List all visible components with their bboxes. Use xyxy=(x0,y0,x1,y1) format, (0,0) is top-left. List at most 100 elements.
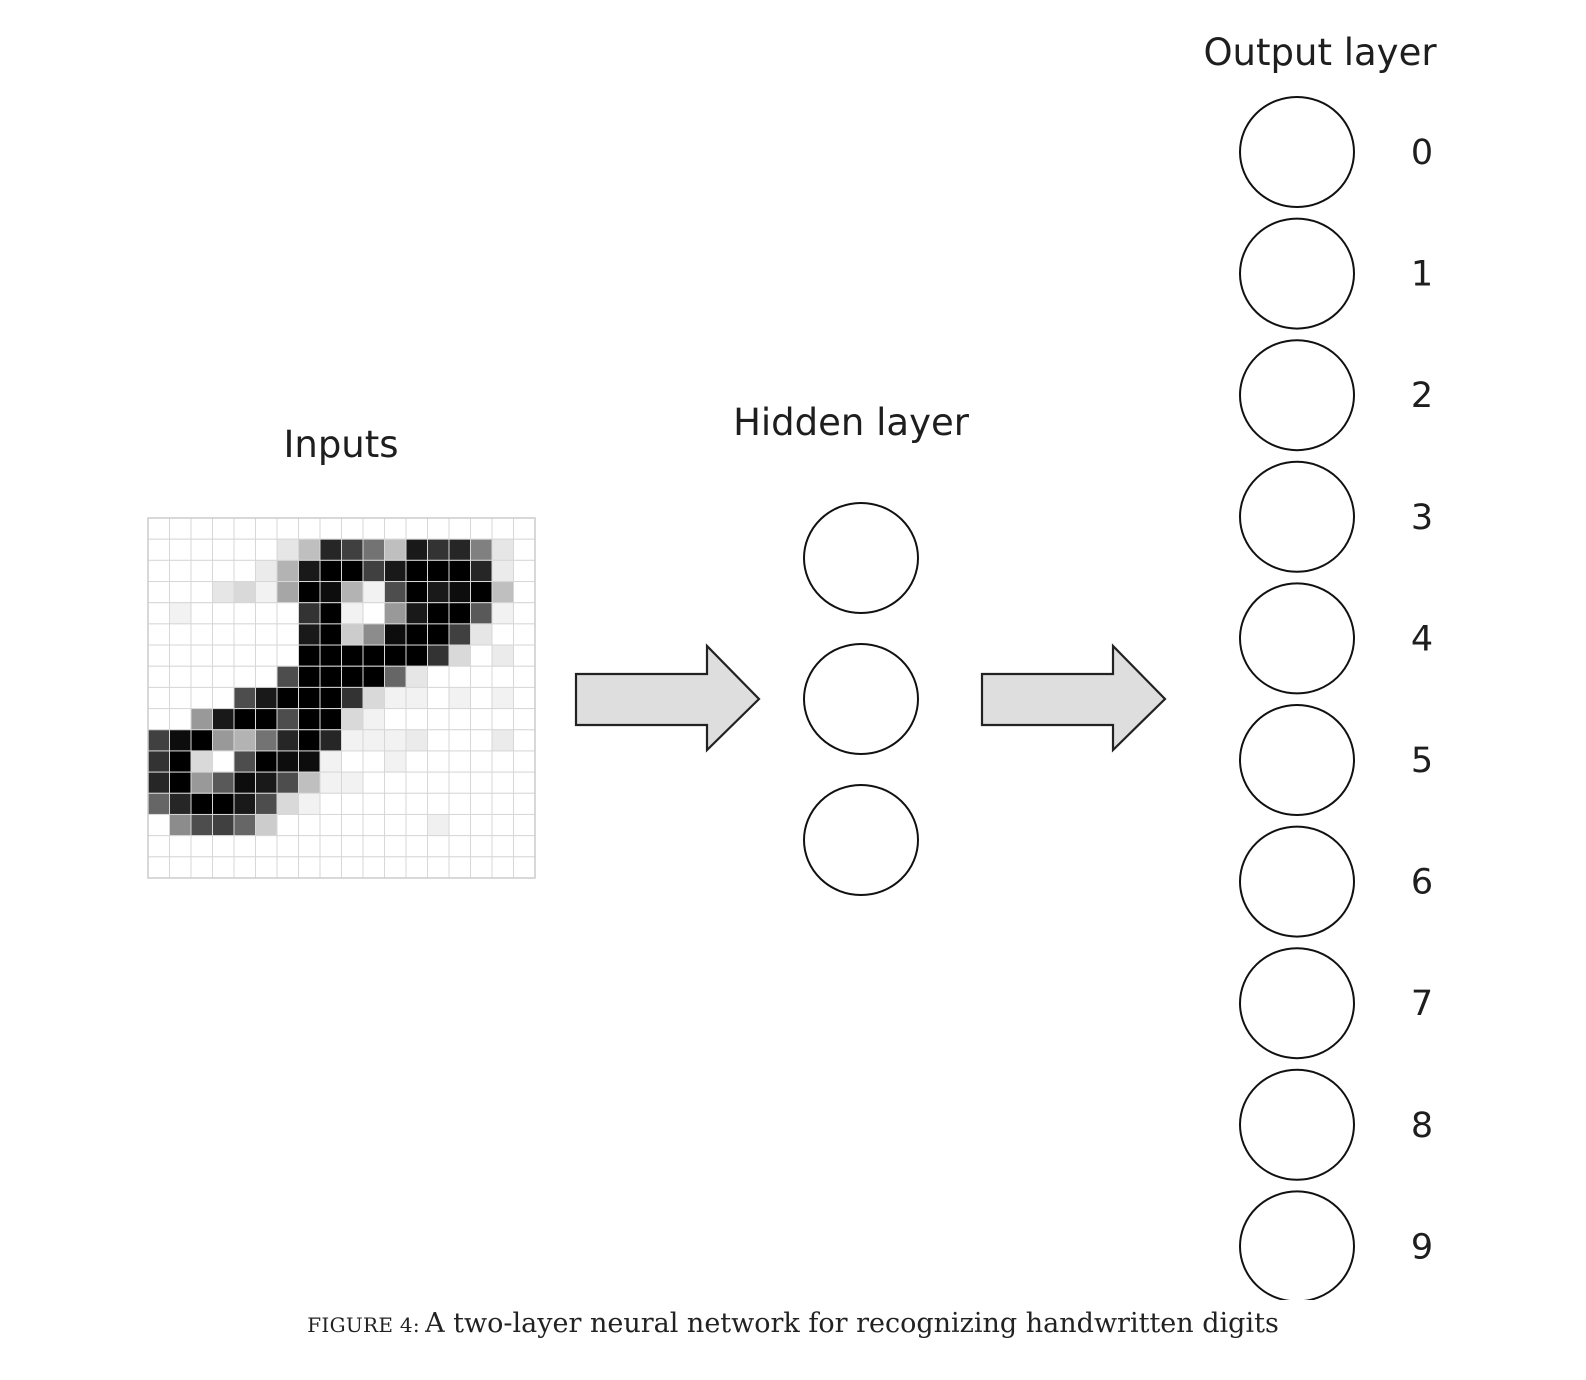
input-pixel xyxy=(212,750,235,773)
input-pixel xyxy=(319,813,342,837)
input-pixel xyxy=(319,517,342,540)
input-pixel xyxy=(233,517,256,540)
input-pixel xyxy=(448,665,471,688)
input-pixel xyxy=(470,581,493,604)
input-pixel xyxy=(147,623,170,646)
output-digit-label: 7 xyxy=(1411,984,1433,1024)
input-pixel xyxy=(448,517,471,540)
input-pixel xyxy=(362,729,385,752)
input-pixel xyxy=(341,771,364,794)
input-pixel xyxy=(448,623,471,646)
input-pixel xyxy=(212,644,235,667)
input-pixel xyxy=(448,686,471,710)
input-pixel xyxy=(405,708,428,731)
input-pixel xyxy=(319,665,342,688)
output-node xyxy=(1239,217,1355,330)
input-pixel xyxy=(384,792,407,815)
output-digit-label: 8 xyxy=(1411,1106,1433,1146)
input-pixel xyxy=(255,623,278,646)
input-pixel xyxy=(169,835,192,858)
output-node xyxy=(1239,1068,1355,1181)
input-pixel xyxy=(190,708,213,731)
input-pixel xyxy=(276,644,299,667)
input-pixel xyxy=(470,729,493,752)
input-pixel xyxy=(362,771,385,794)
input-pixel xyxy=(319,835,342,858)
input-pixel xyxy=(513,665,536,688)
input-pixel xyxy=(190,771,213,794)
input-pixel xyxy=(147,517,170,540)
input-pixel xyxy=(169,644,192,667)
input-pixel xyxy=(319,581,342,604)
input-pixel xyxy=(212,729,235,752)
input-pixel xyxy=(384,729,407,752)
input-pixel xyxy=(341,559,364,583)
network-diagram: Inputs Hidden layer Output layer 0123456… xyxy=(147,31,1437,1300)
input-pixel xyxy=(276,856,299,879)
input-pixel xyxy=(190,581,213,604)
input-pixel xyxy=(470,665,493,688)
hidden-node xyxy=(803,784,919,896)
input-pixel xyxy=(147,665,170,688)
input-pixel xyxy=(362,708,385,731)
input-pixel xyxy=(255,856,278,879)
input-pixel xyxy=(470,856,493,879)
input-pixel xyxy=(298,559,321,583)
input-pixel xyxy=(319,686,342,710)
input-pixel xyxy=(362,835,385,858)
input-pixel xyxy=(255,771,278,794)
input-pixel xyxy=(233,792,256,815)
input-pixel xyxy=(470,686,493,710)
output-layer-title: Output layer xyxy=(1203,31,1437,74)
output-node xyxy=(1239,339,1355,452)
input-pixel xyxy=(255,602,278,625)
hidden-nodes xyxy=(803,502,919,896)
output-digit-label: 9 xyxy=(1411,1227,1433,1267)
input-pixel xyxy=(384,813,407,837)
input-pixel xyxy=(147,856,170,879)
input-pixel xyxy=(319,792,342,815)
input-pixel xyxy=(448,835,471,858)
input-pixel xyxy=(384,771,407,794)
input-pixel xyxy=(212,623,235,646)
input-pixel xyxy=(491,708,514,731)
input-pixel xyxy=(513,517,536,540)
input-pixel xyxy=(276,771,299,794)
input-pixel xyxy=(147,581,170,604)
input-pixel xyxy=(147,835,170,858)
input-pixel xyxy=(427,602,450,625)
input-pixel xyxy=(212,686,235,710)
input-pixel xyxy=(298,813,321,837)
input-pixel xyxy=(405,792,428,815)
input-pixel xyxy=(513,856,536,879)
input-pixel xyxy=(147,538,170,561)
input-pixel xyxy=(491,623,514,646)
input-pixel xyxy=(470,538,493,561)
input-pixel xyxy=(491,581,514,604)
input-pixel xyxy=(255,559,278,583)
input-pixel xyxy=(190,686,213,710)
input-pixel xyxy=(169,559,192,583)
input-pixel xyxy=(513,813,536,837)
input-pixel xyxy=(212,559,235,583)
input-pixel xyxy=(470,835,493,858)
input-pixel xyxy=(233,729,256,752)
input-pixel xyxy=(233,856,256,879)
input-pixel xyxy=(190,559,213,583)
input-pixel xyxy=(427,771,450,794)
input-pixel xyxy=(341,686,364,710)
input-pixel xyxy=(362,623,385,646)
input-pixel xyxy=(190,538,213,561)
input-pixel xyxy=(233,771,256,794)
input-pixel xyxy=(233,813,256,837)
input-pixel xyxy=(212,771,235,794)
input-pixel xyxy=(405,686,428,710)
input-pixel xyxy=(362,602,385,625)
input-pixel xyxy=(405,559,428,583)
input-pixel xyxy=(405,665,428,688)
input-pixel xyxy=(405,813,428,837)
input-pixel xyxy=(341,517,364,540)
arrow-inputs-to-hidden xyxy=(574,643,761,753)
input-pixel xyxy=(513,729,536,752)
